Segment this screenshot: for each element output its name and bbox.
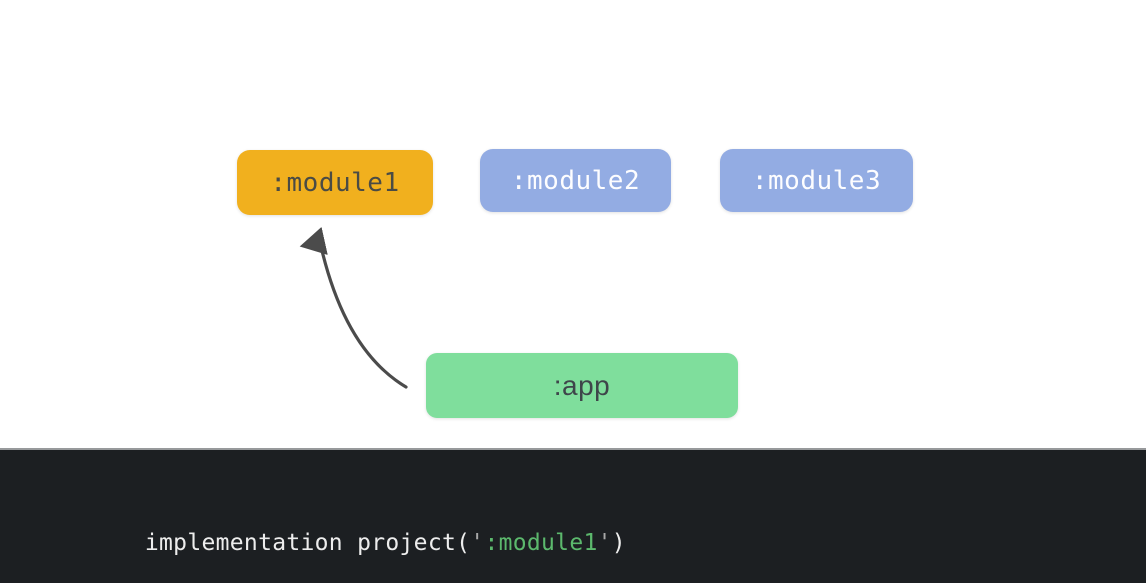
app-label: :app (553, 369, 611, 401)
module2-node: :module2 (480, 149, 671, 212)
module1-node: :module1 (237, 150, 433, 215)
module1-label: :module1 (270, 167, 400, 198)
code-close-quote: ' (597, 530, 612, 556)
module3-node: :module3 (720, 149, 913, 212)
code-open-quote: ' (470, 530, 485, 556)
code-close-paren: ) (611, 530, 626, 556)
app-node: :app (426, 353, 738, 418)
module3-label: :module3 (751, 165, 882, 196)
module2-label: :module2 (510, 165, 641, 196)
code-panel: implementation project(':module1') (0, 448, 1146, 583)
code-implementation-text: implementation project( (144, 530, 471, 556)
code-line: implementation project(':module1') (60, 504, 626, 582)
code-module1-string: :module1 (484, 530, 598, 556)
dependency-arrow-path (299, 226, 408, 389)
